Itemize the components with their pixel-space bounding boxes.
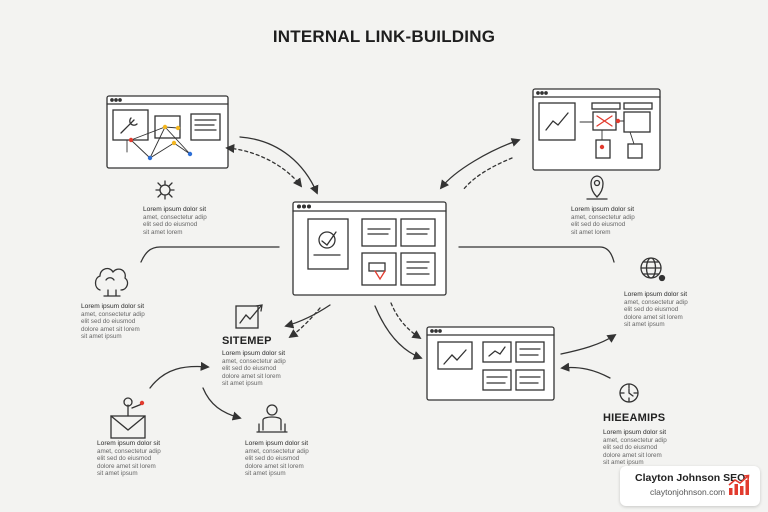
note-line: amet, consectetur adip [222,357,286,365]
note-line: sit amet ipsum [624,321,665,329]
note-line: amet, consectetur adip [81,310,145,318]
note-line: dolore amet sit lorem [97,462,156,470]
envelope-icon [110,397,146,439]
brand-name: Clayton Johnson SEO [635,472,746,484]
note-line: dolore amet sit lorem [81,325,140,333]
note-line: elit sed do eiusmod [571,221,626,229]
note-line: sit amet lorem [571,228,611,236]
window-right-middle [426,326,555,401]
brand-url[interactable]: claytonjohnson.com [650,487,726,497]
note-line: dolore amet sit lorem [624,313,683,321]
window-top-right [532,88,661,171]
location-pin-icon [586,175,608,200]
note-line: elit sed do eiusmod [624,306,679,314]
note-line: sit amet ipsum [222,380,263,388]
brand-badge[interactable]: Clayton Johnson SEO claytonjohnson.com [620,466,760,506]
note-heading: Lorem ipsum dolor sit [603,429,667,436]
note-heading: Lorem ipsum dolor sit [245,440,309,447]
sitemap-chart-icon [235,304,263,329]
brain-icon [94,267,129,297]
note-line: amet, consectetur adip [603,436,667,444]
note-heading: Lorem ipsum dolor sit [571,206,635,213]
note-bottom-center: Lorem ipsum dolor sit amet, consectetur … [245,440,309,478]
note-line: amet, consectetur adip [97,447,161,455]
note-heading: Lorem ipsum dolor sit [81,303,145,310]
note-line: sit amet lorem [143,228,183,236]
note-line: sit amet ipsum [245,470,286,478]
person-desk-icon [256,404,288,433]
note-bottom-left: Lorem ipsum dolor sit amet, consectetur … [97,440,161,478]
note-line: elit sed do eiusmod [245,455,300,463]
note-top-right: Lorem ipsum dolor sit amet, consectetur … [571,206,635,236]
gear-icon [619,383,639,403]
note-line: amet, consectetur adip [571,213,635,221]
note-line: dolore amet sit lorem [603,451,662,459]
note-line: elit sed do eiusmod [97,455,152,463]
heatmaps-label: HIEEAMIPS [603,412,666,424]
note-line: sit amet ipsum [97,470,138,478]
note-heading: Lorem ipsum dolor sit [143,206,207,213]
note-line: sit amet ipsum [603,459,644,467]
note-line: dolore amet sit lorem [222,372,281,380]
note-mid-left: Lorem ipsum dolor sit amet, consectetur … [81,303,145,341]
window-center [292,201,447,296]
note-line: amet, consectetur adip [245,447,309,455]
note-line: elit sed do eiusmod [603,444,658,452]
note-line: amet, consectetur adip [143,213,207,221]
note-line: elit sed do eiusmod [222,365,277,373]
connectors [140,136,617,421]
note-heading: Lorem ipsum dolor sit [222,350,286,357]
sitemap-label: SITEMEP [222,335,272,347]
note-mid-right: Lorem ipsum dolor sit amet, consectetur … [624,291,688,329]
note-heading: Lorem ipsum dolor sit [97,440,161,447]
globe-icon [640,257,666,282]
note-sitemap: Lorem ipsum dolor sit amet, consectetur … [222,350,286,388]
note-heatmaps: Lorem ipsum dolor sit amet, consectetur … [603,429,667,467]
note-line: amet, consectetur adip [624,298,688,306]
page-title: INTERNAL LINK-BUILDING [272,27,496,46]
network-node-icon [155,180,175,200]
note-line: dolore amet sit lorem [245,462,304,470]
note-line: sit amet ipsum [81,333,122,341]
note-top-left: Lorem ipsum dolor sit amet, consectetur … [143,206,207,236]
note-line: elit sed do eiusmod [81,318,136,326]
note-heading: Lorem ipsum dolor sit [624,291,688,298]
note-line: elit sed do eiusmod [143,221,198,229]
window-top-left [106,95,229,169]
bar-chart-arrow-icon [728,474,750,495]
